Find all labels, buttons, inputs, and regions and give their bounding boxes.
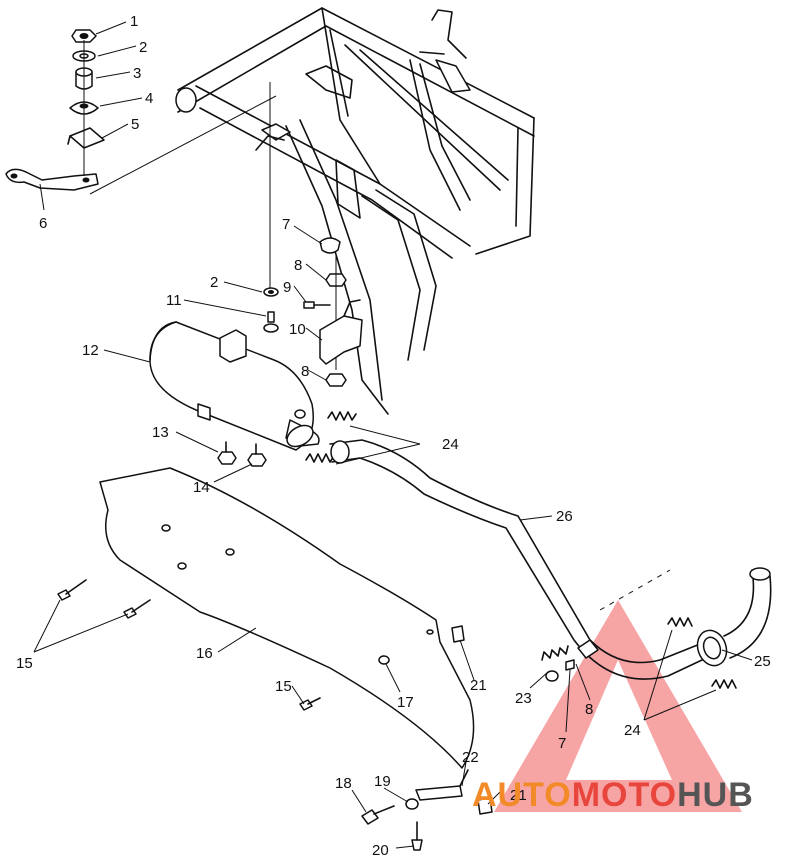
watermark-logo: [494, 600, 742, 812]
callout-25: 25: [754, 653, 771, 670]
callout-6: 6: [39, 215, 47, 232]
frame: [175, 7, 535, 415]
callout-20: 20: [372, 842, 389, 856]
callout-23: 23: [515, 690, 532, 707]
mount-hardware-stack: [5, 29, 277, 195]
callout-4: 4: [145, 90, 153, 107]
watermark-hub: HUB: [677, 776, 754, 814]
bolt-11: [263, 311, 279, 333]
callout-26: 26: [556, 508, 573, 525]
springs-lower: [541, 617, 737, 689]
callout-24-lower: 24: [624, 722, 641, 739]
callout-15-middle: 15: [275, 678, 292, 695]
callout-21-lower: 21: [510, 787, 527, 804]
callout-9: 9: [283, 279, 291, 296]
callout-8-upper: 8: [294, 257, 302, 274]
callout-8-lower: 8: [585, 701, 593, 718]
callout-18: 18: [335, 775, 352, 792]
callout-21-upper: 21: [470, 677, 487, 694]
callout-22: 22: [462, 749, 479, 766]
callout-24-upper: 24: [442, 436, 459, 453]
exhaust-pipe: [329, 439, 772, 680]
right-mount-hardware: [303, 237, 363, 387]
callout-12: 12: [82, 342, 99, 359]
callout-13: 13: [152, 424, 169, 441]
leader-lines: [33, 21, 753, 849]
callout-7-lower: 7: [558, 735, 566, 752]
callout-8-middle: 8: [301, 363, 309, 380]
callout-1: 1: [130, 13, 138, 30]
callout-7-upper: 7: [282, 216, 290, 233]
callout-16: 16: [196, 645, 213, 662]
callout-11: 11: [166, 292, 182, 309]
callout-17: 17: [397, 694, 414, 711]
watermark-text: AUTOMOTOHUB: [472, 776, 754, 814]
callout-2: 2: [139, 39, 147, 56]
mount-bolt-line: [263, 82, 279, 297]
callout-15-left: 15: [16, 655, 33, 672]
callout-2-middle: 2: [210, 274, 218, 291]
springs-upper: [305, 411, 357, 463]
muffler: [149, 321, 320, 451]
watermark-moto: MOTO: [572, 776, 677, 814]
callout-14: 14: [193, 479, 210, 496]
heat-shield: [99, 467, 475, 769]
callout-labels: 1 2 3 4 5 6 7 2 8 9 11 10 12 8 13 24 14 …: [16, 13, 771, 856]
callout-10: 10: [289, 321, 306, 338]
watermark-auto: AUTO: [472, 776, 572, 814]
callout-3: 3: [133, 65, 141, 82]
svg-text:AUTOMOTOHUB: AUTOMOTOHUB: [472, 776, 754, 814]
nuts-13-14: [217, 441, 267, 467]
callout-19: 19: [374, 773, 391, 790]
callout-5: 5: [131, 116, 139, 133]
